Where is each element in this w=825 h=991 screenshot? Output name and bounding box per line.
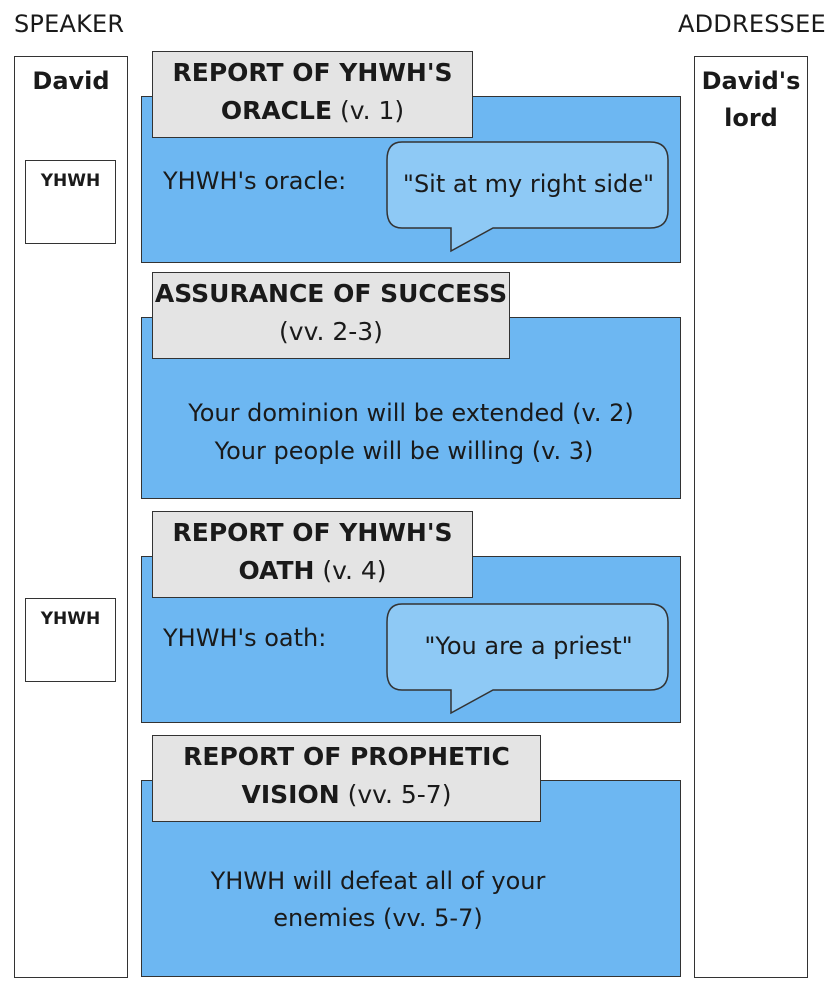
oracle-bubble-text: "Sit at my right side" <box>402 170 655 198</box>
oath-bubble-text: "You are a priest" <box>424 632 633 660</box>
speaker-role-label: SPEAKER <box>14 10 125 38</box>
addressee-title-line2: lord <box>724 104 778 132</box>
vision-line-2: enemies (vv. 5-7) <box>273 904 483 932</box>
oracle-heading-ref: (v. 1) <box>332 96 405 125</box>
addressee-column: David's lord <box>694 56 808 978</box>
vision-heading: REPORT OF PROPHETIC VISION (vv. 5-7) <box>152 735 541 822</box>
oracle-heading-line1: REPORT OF YHWH'S <box>172 58 453 87</box>
oracle-speech-bubble <box>386 141 669 253</box>
vision-heading-bold: VISION <box>241 780 340 809</box>
speaker-column-title: David <box>32 67 110 95</box>
oracle-heading-bold: ORACLE <box>220 96 333 125</box>
oath-heading: REPORT OF YHWH'S OATH (v. 4) <box>152 511 473 598</box>
speaker-box-oracle: YHWH <box>25 160 116 244</box>
vision-heading-ref: (vv. 5-7) <box>339 780 452 809</box>
oracle-heading: REPORT OF YHWH'S ORACLE (v. 1) <box>152 51 473 138</box>
oracle-label: YHWH's oracle: <box>163 167 347 195</box>
oath-speech-bubble <box>386 603 669 715</box>
oath-heading-ref: (v. 4) <box>314 556 387 585</box>
assurance-line-1: Your dominion will be extended (v. 2) <box>188 399 634 427</box>
assurance-heading-ref: (vv. 2-3) <box>279 317 383 346</box>
vision-heading-line1: REPORT OF PROPHETIC <box>183 742 510 771</box>
oath-heading-line1: REPORT OF YHWH'S <box>172 518 453 547</box>
oath-heading-bold: OATH <box>238 556 315 585</box>
vision-line-1: YHWH will defeat all of your <box>210 867 546 895</box>
addressee-title-line1: David's <box>701 67 801 95</box>
assurance-line-2: Your people will be willing (v. 3) <box>214 437 594 465</box>
addressee-role-label: ADDRESSEE <box>678 10 825 38</box>
oath-label: YHWH's oath: <box>163 624 327 652</box>
speaker-box-oath: YHWH <box>25 598 116 682</box>
assurance-heading: ASSURANCE OF SUCCESS (vv. 2-3) <box>152 272 510 359</box>
assurance-heading-line1: ASSURANCE OF SUCCESS <box>154 279 508 308</box>
